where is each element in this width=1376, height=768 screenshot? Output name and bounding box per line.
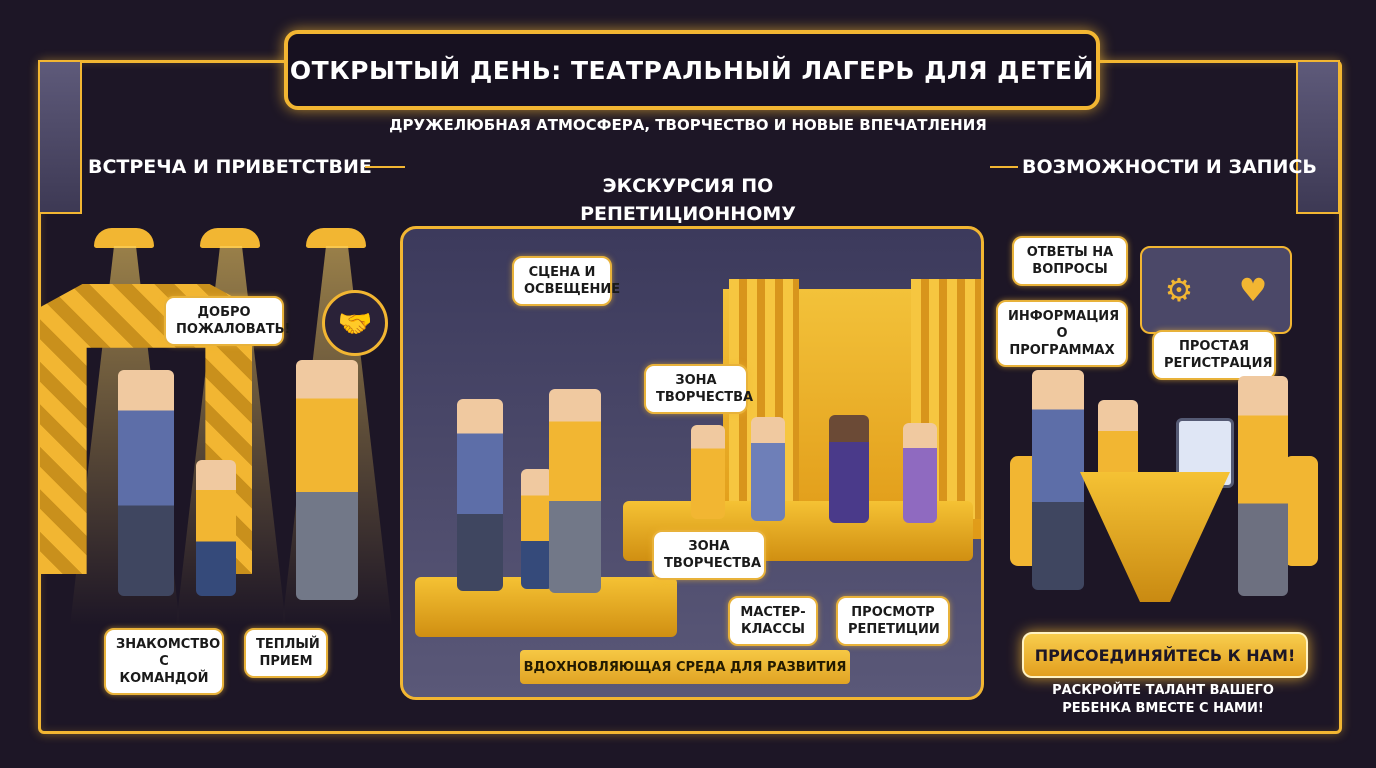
join-label: ПРИСОЕДИНЯЙТЕСЬ К НАМ! <box>1034 645 1296 665</box>
answers-text: ОТВЕТЫ НА ВОПРОСЫ <box>1026 245 1114 277</box>
info-text: ИНФОРМАЦИЯ О ПРОГРАММАХ <box>1008 309 1120 358</box>
page-title: ОТКРЫТЫЙ ДЕНЬ: ТЕАТРАЛЬНЫЙ ЛАГЕРЬ ДЛЯ ДЕ… <box>289 55 1095 85</box>
divider-line <box>990 166 1018 168</box>
section-title-enroll: ВОЗМОЖНОСТИ И ЗАПИСЬ <box>1022 156 1317 178</box>
welcome-bubble: ДОБРО ПОЖАЛОВАТЬ! <box>164 296 290 346</box>
handshake-icon: 🤝 <box>322 290 388 356</box>
info-bubble: ИНФОРМАЦИЯ О ПРОГРАММАХ <box>996 300 1128 367</box>
heart-icon: ♥ <box>1238 271 1268 309</box>
inspiring-ribbon: ВДОХНОВЛЯЮЩАЯ СРЕДА ДЛЯ РАЗВИТИЯ <box>520 650 850 684</box>
consultant-figure <box>1238 376 1288 596</box>
rehearsal-view-text: ПРОСМОТР РЕПЕТИЦИИ <box>848 605 940 637</box>
section-title-welcome: ВСТРЕЧА И ПРИВЕТСТВИЕ <box>88 156 372 178</box>
registration-bubble: ПРОСТАЯ РЕГИСТРАЦИЯ <box>1152 330 1276 380</box>
divider-line <box>365 166 405 168</box>
lamp-icon <box>200 228 260 248</box>
answers-bubble: ОТВЕТЫ НА ВОПРОСЫ <box>1012 236 1128 286</box>
frame-corner-left <box>38 60 82 214</box>
warm-text: ТЕПЛЫЙ ПРИЕМ <box>256 637 320 669</box>
welcome-text: ДОБРО ПОЖАЛОВАТЬ! <box>176 305 291 337</box>
creative-zone-bubble-bottom: ЗОНА ТВОРЧЕСТВА <box>652 530 766 580</box>
page-subtitle: ДРУЖЕЛЮБНАЯ АТМОСФЕРА, ТВОРЧЕСТВО И НОВЫ… <box>389 116 987 134</box>
child-figure <box>196 460 236 596</box>
creative-zone-bubble-top: ЗОНА ТВОРЧЕСТВА <box>644 364 753 414</box>
registration-text: ПРОСТАЯ РЕГИСТРАЦИЯ <box>1164 339 1273 371</box>
performer-1 <box>691 425 725 519</box>
features-panel: ⚙ ♥ <box>1140 246 1292 334</box>
team-bubble: ЗНАКОМСТВО С КОМАНДОЙ <box>104 628 224 695</box>
join-tagline: РАСКРОЙТЕ ТАЛАНТ ВАШЕГО РЕБЕНКА ВМЕСТЕ С… <box>1052 683 1274 716</box>
lamp-icon <box>306 228 366 248</box>
title-banner: ОТКРЫТЫЙ ДЕНЬ: ТЕАТРАЛЬНЫЙ ЛАГЕРЬ ДЛЯ ДЕ… <box>284 30 1100 110</box>
guide-figure <box>296 360 358 600</box>
creative-zone-text: ЗОНА ТВОРЧЕСТВА <box>656 373 754 405</box>
master-class-bubble: МАСТЕР-КЛАССЫ <box>728 596 818 646</box>
visitor-child <box>521 469 553 589</box>
visitor-mother <box>457 399 503 591</box>
frame-corner-right <box>1296 60 1340 214</box>
rehearsal-view-bubble: ПРОСМОТР РЕПЕТИЦИИ <box>836 596 950 646</box>
mother-figure <box>118 370 174 596</box>
warm-bubble: ТЕПЛЫЙ ПРИЕМ <box>244 628 328 678</box>
gear-icon: ⚙ <box>1164 271 1194 309</box>
performer-2 <box>751 417 785 521</box>
visitor-guide <box>549 389 601 593</box>
parent-figure <box>1032 370 1084 590</box>
chair-right <box>1284 456 1318 566</box>
join-button[interactable]: ПРИСОЕДИНЯЙТЕСЬ К НАМ! <box>1022 632 1308 678</box>
team-text: ЗНАКОМСТВО С КОМАНДОЙ <box>116 637 221 686</box>
ribbon-text: ВДОХНОВЛЯЮЩАЯ СРЕДА ДЛЯ РАЗВИТИЯ <box>523 659 847 675</box>
lamp-icon <box>94 228 154 248</box>
performer-3 <box>829 415 869 523</box>
stage-lighting-text: СЦЕНА И ОСВЕЩЕНИЕ <box>524 265 621 297</box>
performer-4 <box>903 423 937 523</box>
stage-lighting-bubble: СЦЕНА И ОСВЕЩЕНИЕ <box>512 256 620 306</box>
creative-zone-text: ЗОНА ТВОРЧЕСТВА <box>664 539 762 571</box>
master-class-text: МАСТЕР-КЛАССЫ <box>740 605 806 637</box>
